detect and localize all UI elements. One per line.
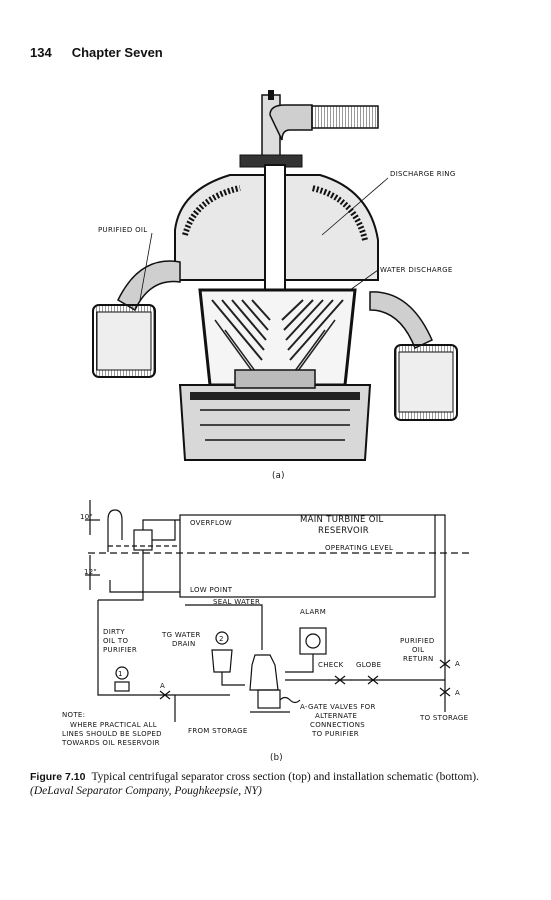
label-low-point: LOW POINT: [190, 586, 233, 594]
page-header: 134 Chapter Seven: [30, 45, 163, 60]
label-dirty-2: OIL TO: [103, 637, 128, 645]
label-discharge-ring: DISCHARGE RING: [390, 170, 456, 178]
water-discharge-outlet: [369, 291, 458, 421]
label-12-inch: 12": [84, 568, 97, 576]
label-agate-3: CONNECTIONS: [310, 721, 365, 729]
label-water-discharge: WATER DISCHARGE: [380, 266, 453, 274]
label-valve-a-left: A: [160, 682, 165, 690]
label-note-title: NOTE:: [62, 711, 85, 719]
label-note-3: TOWARDS OIL RESERVOIR: [61, 739, 160, 747]
chapter-title: Chapter Seven: [71, 45, 163, 60]
label-pump-2: 2: [219, 635, 224, 643]
inlet-pipe: [239, 90, 379, 168]
label-valve-a-right-2: A: [455, 689, 460, 697]
label-alarm: ALARM: [300, 608, 326, 616]
label-note-2: LINES SHOULD BE SLOPED: [62, 730, 162, 738]
label-purified-3: RETURN: [403, 655, 434, 663]
figure-caption: Figure 7.10 Typical centrifugal separator…: [30, 770, 525, 798]
label-dirty-1: DIRTY: [103, 628, 125, 636]
caption-credit: (DeLaval Separator Company, Poughkeepsie…: [30, 785, 262, 797]
installation-schematic: [85, 500, 470, 722]
purifier-unit: [249, 654, 279, 691]
label-to-storage: TO STORAGE: [419, 714, 468, 722]
label-purified-1: PURIFIED: [400, 637, 435, 645]
label-note-1: WHERE PRACTICAL ALL: [70, 721, 157, 729]
label-from-storage: FROM STORAGE: [188, 727, 248, 735]
label-reservoir-line2: RESERVOIR: [318, 526, 369, 536]
label-valve-a-right-1: A: [455, 660, 460, 668]
oil-reservoir: [179, 514, 436, 598]
label-dirty-3: PURIFIER: [103, 646, 137, 654]
label-purified-oil: PURIFIED OIL: [98, 226, 147, 234]
label-check: CHECK: [318, 661, 344, 669]
caption-text: Typical centrifugal separator cross sect…: [91, 771, 479, 783]
label-pump-1: 1: [118, 670, 123, 678]
label-reservoir-line1: MAIN TURBINE OIL: [300, 515, 384, 525]
label-agate-2: ALTERNATE: [315, 712, 357, 720]
separator-cross-section: [92, 90, 458, 461]
label-overflow: OVERFLOW: [190, 519, 232, 527]
label-tg-2: DRAIN: [172, 640, 196, 648]
page-number: 134: [30, 45, 52, 60]
label-operating-level: OPERATING LEVEL: [325, 544, 393, 552]
label-agate-1: A-GATE VALVES FOR: [300, 703, 376, 711]
sublabel-a: (a): [272, 471, 285, 481]
label-tg-1: TG WATER: [161, 631, 201, 639]
sublabel-b: (b): [270, 753, 283, 763]
purified-oil-outlet: [92, 260, 181, 378]
figure-label: Figure 7.10: [30, 771, 86, 783]
label-seal-water: SEAL WATER: [213, 598, 260, 606]
label-10-inch: 10": [80, 513, 93, 521]
label-purified-2: OIL: [412, 646, 424, 654]
label-agate-4: TO PURIFIER: [311, 730, 359, 738]
label-globe: GLOBE: [356, 661, 381, 669]
